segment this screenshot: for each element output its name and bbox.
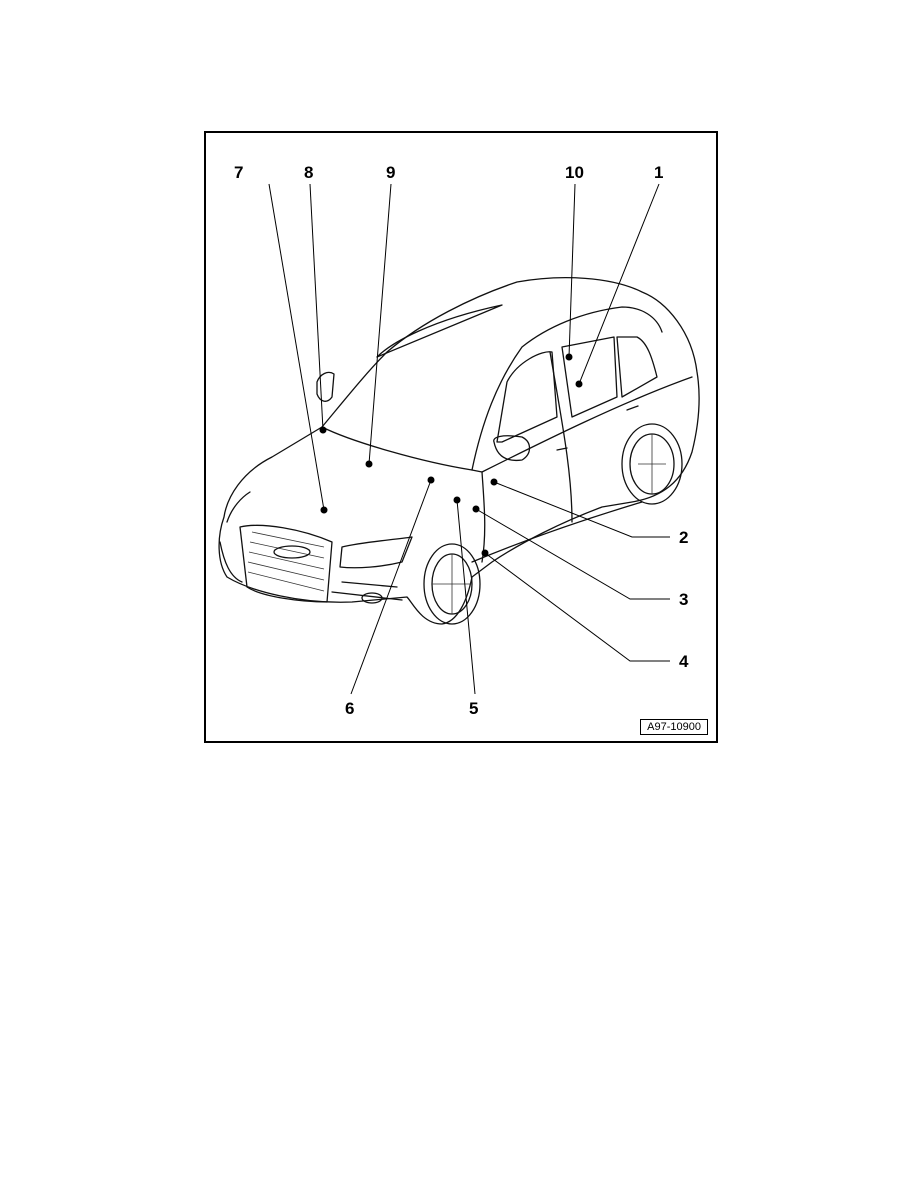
- callout-3: 3: [679, 590, 688, 609]
- callout-dot-5: [453, 496, 461, 504]
- callout-dot-3: [472, 505, 480, 513]
- callout-dots: [319, 353, 583, 557]
- car-illustration: 7 8 9 10 1 2 3 4 6 5: [218, 163, 700, 718]
- callout-dot-9: [365, 460, 373, 468]
- callout-10: 10: [565, 163, 584, 182]
- car-outline: [218, 277, 700, 625]
- figure-code: A97-10900: [640, 719, 708, 735]
- callout-4: 4: [679, 652, 689, 671]
- callout-6: 6: [345, 699, 354, 718]
- vehicle-diagram: 7 8 9 10 1 2 3 4 6 5 A97-10900: [204, 131, 718, 743]
- callout-dot-2: [490, 478, 498, 486]
- callout-dot-8: [319, 426, 327, 434]
- callout-dot-7: [320, 506, 328, 514]
- callout-dot-6: [427, 476, 435, 484]
- callout-1: 1: [654, 163, 663, 182]
- callout-dot-4: [481, 549, 489, 557]
- callout-dot-1: [575, 380, 583, 388]
- callout-2: 2: [679, 528, 688, 547]
- callout-8: 8: [304, 163, 313, 182]
- callout-5: 5: [469, 699, 478, 718]
- callout-9: 9: [386, 163, 395, 182]
- callout-dot-10: [565, 353, 573, 361]
- callout-7: 7: [234, 163, 243, 182]
- leader-lines: [268, 183, 670, 695]
